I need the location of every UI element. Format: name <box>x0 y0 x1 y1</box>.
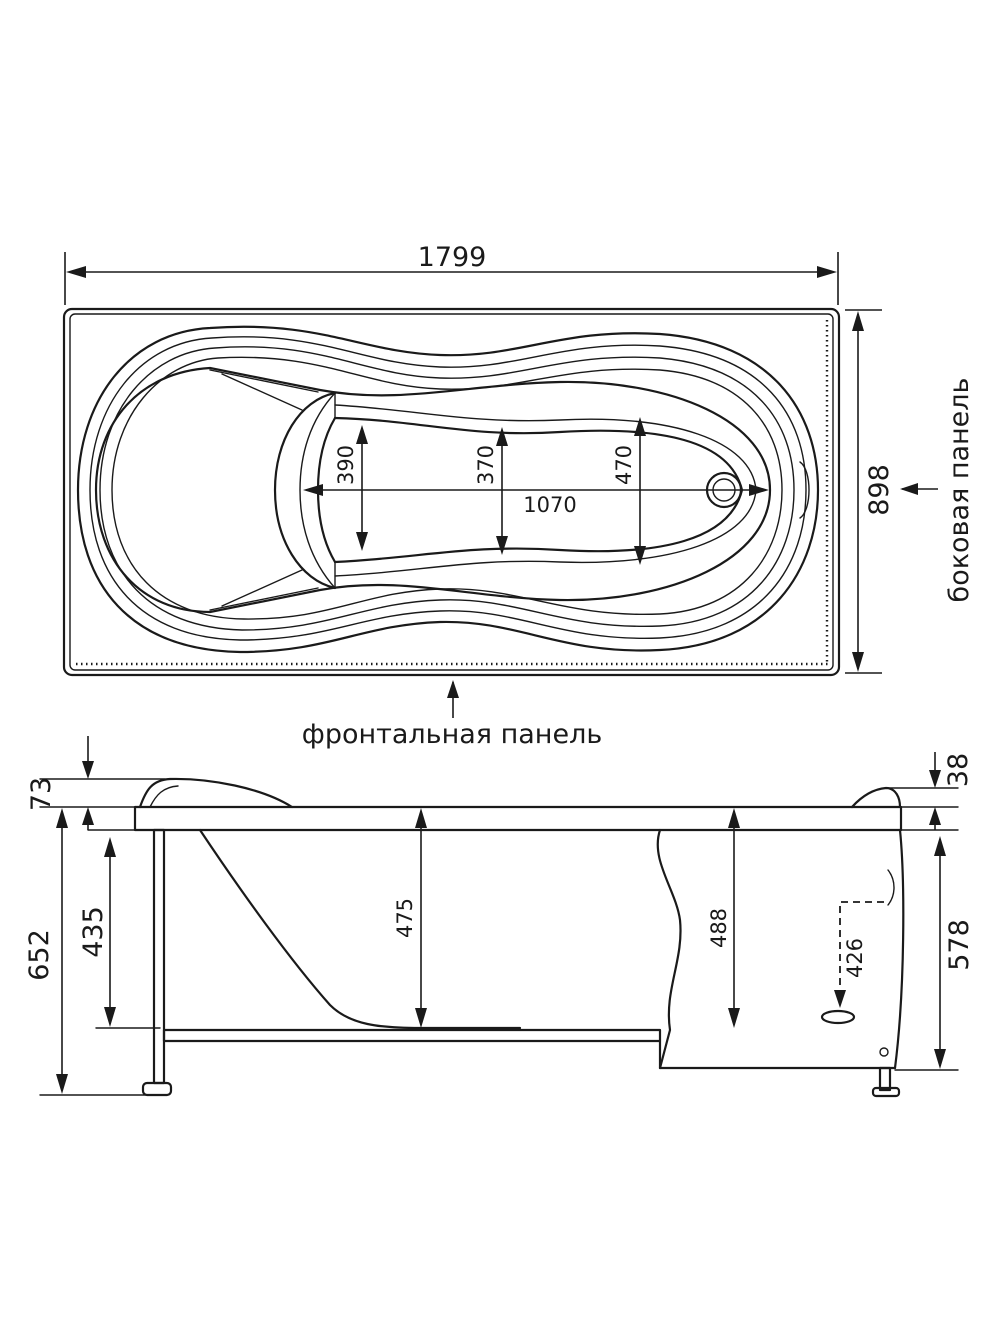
headrest-bump <box>138 777 294 809</box>
width-head-arrow-up-icon <box>356 425 368 444</box>
rim-contour-outer <box>76 325 820 654</box>
arrow-up-icon <box>852 311 864 331</box>
outlet-icon <box>879 1047 889 1057</box>
rim-height-label: 38 <box>943 753 974 787</box>
tub-inner-rim <box>69 313 834 671</box>
arrow-down-icon <box>852 652 864 672</box>
basin-interior-slope <box>198 828 522 1030</box>
drain-height-dashed <box>839 901 884 1003</box>
height-right-arrow-down-icon <box>934 1049 946 1069</box>
headrest-arrow-up-icon <box>82 807 94 825</box>
basin-outline <box>94 366 772 614</box>
frame-bar <box>162 1028 662 1043</box>
headrest-line-bottom <box>209 587 319 611</box>
overflow-notch <box>799 461 810 519</box>
width-head-arrow-down-icon <box>356 532 368 551</box>
right-foot <box>871 1086 901 1098</box>
inner-length-label: 1070 <box>523 493 576 517</box>
drain-height-arrow-icon <box>834 990 846 1008</box>
total-height-arrow-down-icon <box>56 1074 68 1094</box>
width-middle-label: 370 <box>474 445 498 485</box>
depth-left-arrow-down-icon <box>415 1008 427 1028</box>
width-middle-arrow-up-icon <box>496 427 508 446</box>
depth-left-arrow-up-icon <box>415 808 427 828</box>
overall-length-label: 1799 <box>418 242 487 273</box>
front-panel-arrow-icon <box>447 680 459 698</box>
headrest-bump-inner <box>149 785 179 808</box>
width-foot-label: 470 <box>612 445 636 485</box>
headrest-height-label: 73 <box>26 777 57 811</box>
left-foot <box>141 1081 173 1097</box>
arrow-left-icon <box>66 266 86 278</box>
rim-contour-2 <box>89 336 807 641</box>
rim-height-arrow-down-icon <box>929 770 941 788</box>
tub-outline <box>62 307 841 677</box>
top-view: 1799 898 боковая панель фронтальная пане… <box>62 242 975 750</box>
front-panel-label: фронтальная панель <box>302 719 603 750</box>
leg-height-arrow-up-icon <box>104 837 116 857</box>
total-height-arrow-up-icon <box>56 808 68 828</box>
height-right-label: 578 <box>944 919 975 971</box>
headrest-line-top <box>209 369 319 393</box>
depth-right-arrow-down-icon <box>728 1008 740 1028</box>
arrow-right-icon <box>817 266 837 278</box>
rim-height-arrow-up-icon <box>929 807 941 825</box>
overall-width-label: 898 <box>864 464 895 516</box>
right-leg <box>878 1066 892 1092</box>
rim-slab <box>133 805 903 832</box>
height-right-arrow-up-icon <box>934 836 946 856</box>
panel-cutaway-edge <box>656 828 897 1070</box>
width-foot-arrow-up-icon <box>634 417 646 436</box>
right-rim-bump <box>850 786 902 809</box>
side-panel-arrow-icon <box>900 483 918 495</box>
step-outer-left <box>273 391 337 590</box>
total-height-label: 652 <box>24 929 55 981</box>
step-inner-left <box>299 392 336 589</box>
right-end-body <box>893 828 905 1070</box>
left-leg <box>152 828 166 1085</box>
width-head-label: 390 <box>334 445 358 485</box>
headrest-line-bottom-2 <box>221 569 303 607</box>
headrest-arrow-down-icon <box>82 761 94 779</box>
side-panel-label: боковая панель <box>944 378 975 603</box>
depth-right-arrow-up-icon <box>728 808 740 828</box>
leg-height-label: 435 <box>78 906 109 958</box>
overflow-fitting <box>887 869 895 906</box>
leg-height-arrow-down-icon <box>104 1007 116 1027</box>
inner-length-arrow-right-icon <box>749 484 769 496</box>
depth-left-label: 475 <box>393 898 417 938</box>
drain-height-label: 426 <box>843 938 867 978</box>
width-foot-arrow-down-icon <box>634 546 646 565</box>
headrest-line-top-2 <box>221 373 303 411</box>
depth-right-label: 488 <box>707 908 731 948</box>
drain-icon-side <box>820 1009 856 1025</box>
rim-contour-4 <box>111 356 783 620</box>
inner-length-arrow-left-icon <box>303 484 323 496</box>
side-view: 73 652 435 <box>24 736 975 1098</box>
width-middle-arrow-down-icon <box>496 536 508 555</box>
